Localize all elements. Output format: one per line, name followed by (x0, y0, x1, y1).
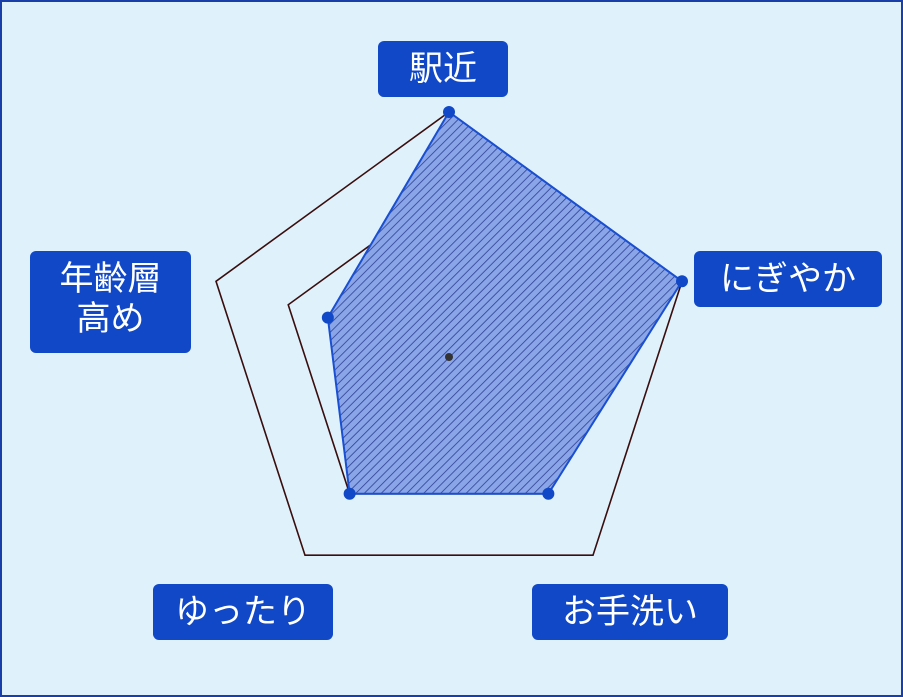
axis-label-spacious: ゆったり (153, 584, 333, 640)
axis-label-restroom: お手洗い (532, 584, 728, 640)
data-polygon (326, 110, 684, 495)
data-point-3 (542, 487, 555, 500)
axis-label-station: 駅近 (378, 41, 508, 97)
data-markers (321, 106, 689, 500)
data-point-2 (676, 275, 689, 288)
axis-label-lively: にぎやか (694, 251, 882, 307)
axis-label-older-crowd: 年齢層 高め (30, 251, 191, 353)
data-point-1 (443, 106, 455, 118)
center-point (445, 353, 453, 361)
data-point-4 (343, 487, 356, 500)
data-point-5 (321, 311, 334, 324)
